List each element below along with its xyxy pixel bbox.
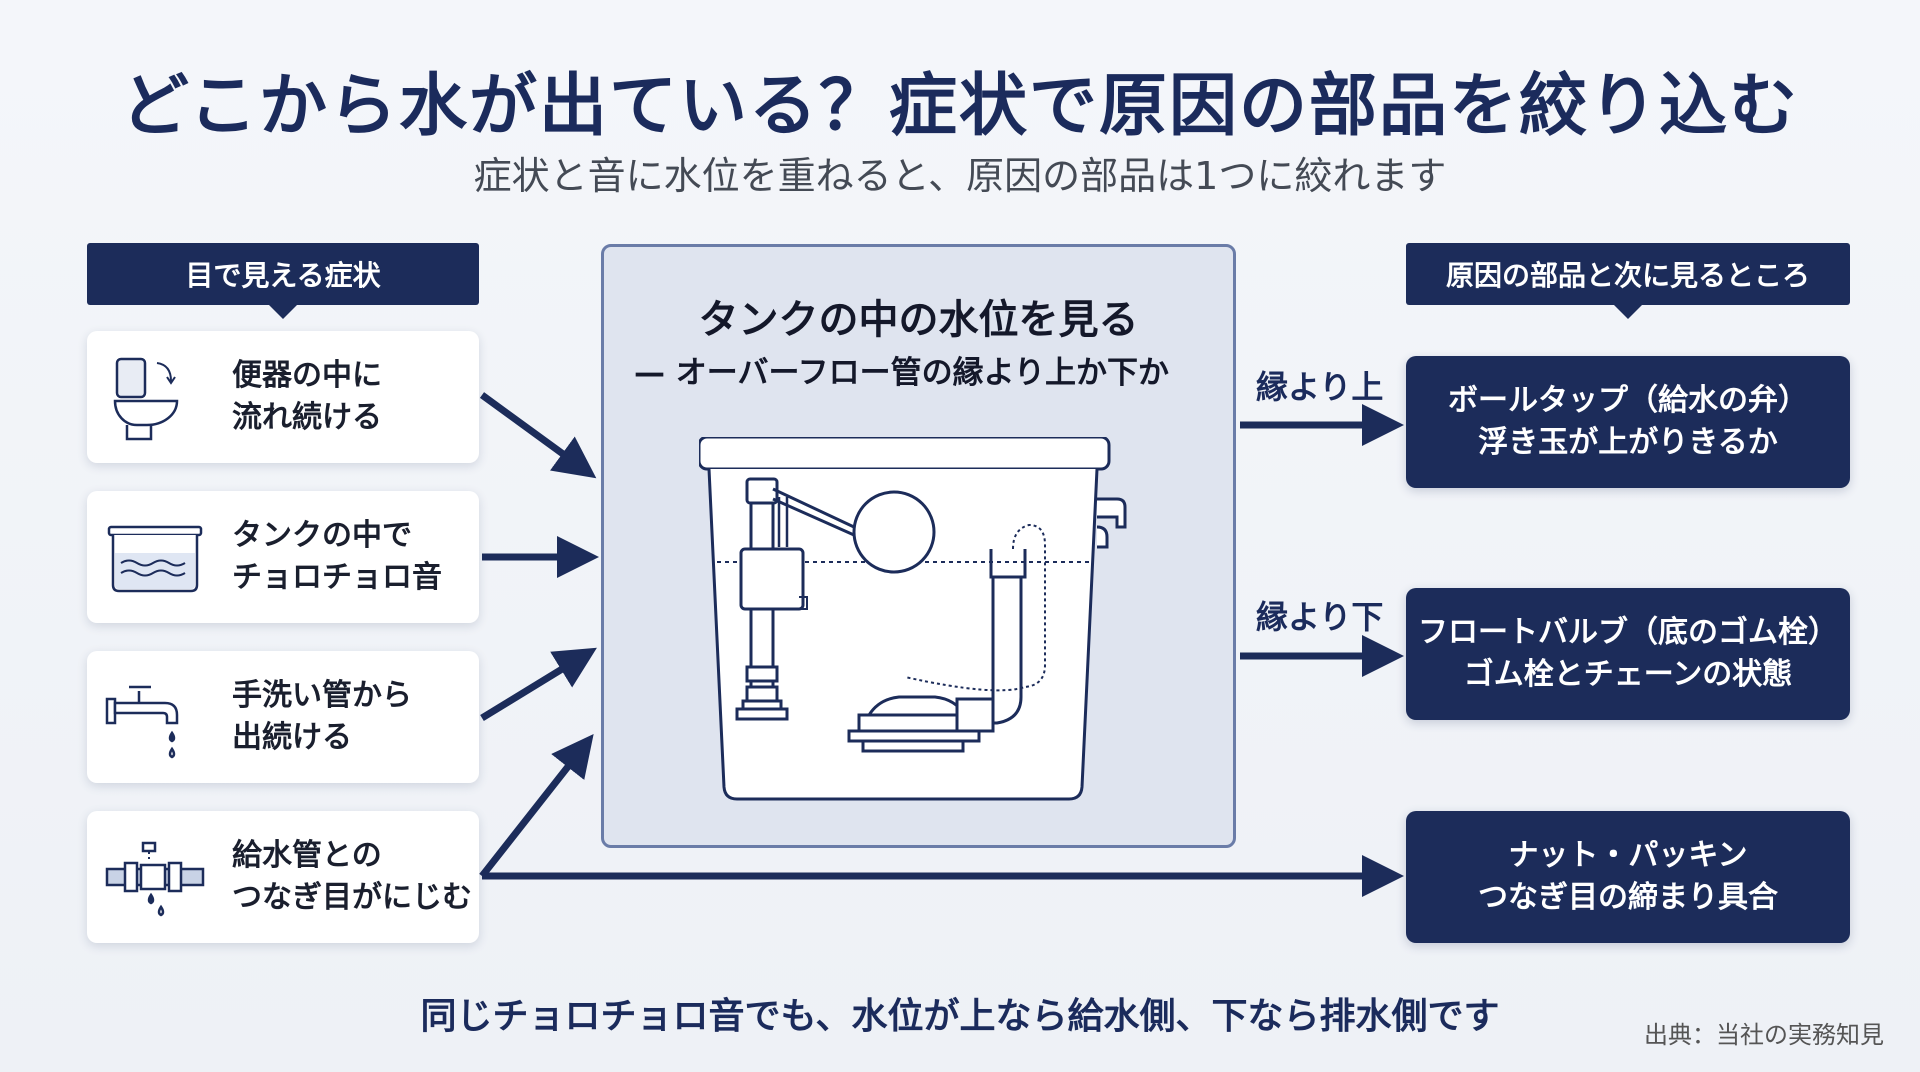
symptom-line1: 手洗い管から — [232, 678, 412, 713]
toilet-icon — [105, 349, 205, 449]
symptom-line1: タンクの中で — [232, 518, 412, 553]
tank-water-icon — [105, 509, 205, 609]
symptoms-header: 目で見える症状 — [87, 243, 479, 319]
panel-title: タンクの中の水位を見る — [698, 297, 1139, 343]
symptom-line1: 便器の中に — [232, 358, 382, 393]
water-level-panel: タンクの中の水位を見る — オーバーフロー管の縁より上か下か — [601, 244, 1236, 848]
symptom-card-faucet: 手洗い管から 出続ける — [87, 651, 479, 783]
result-float-valve: フロートバルブ（底のゴム栓） ゴム栓とチェーンの状態 — [1406, 588, 1850, 720]
symptom-line2: 出続ける — [232, 720, 352, 755]
result-line2: ゴム栓とチェーンの状態 — [1463, 657, 1793, 692]
level-below-label: 縁より下 — [1256, 598, 1384, 636]
page-subtitle: 症状と音に水位を重ねると、原因の部品は1つに絞れます — [473, 154, 1447, 198]
pipe-joint-icon — [105, 829, 205, 929]
symptom-line1: 給水管との — [232, 838, 382, 873]
faucet-icon — [105, 669, 205, 769]
arrow-symptom3 — [480, 647, 597, 721]
arrow-symptom1 — [479, 392, 597, 479]
symptom-card-pipe-joint: 給水管との つなぎ目がにじむ — [87, 811, 479, 943]
causes-header: 原因の部品と次に見るところ — [1406, 243, 1850, 319]
panel-subtitle: — オーバーフロー管の縁より上か下か — [634, 355, 1170, 391]
result-line1: フロートバルブ（底のゴム栓） — [1418, 615, 1838, 650]
result-line1: ボールタップ（給水の弁） — [1448, 383, 1808, 418]
result-ball-tap: ボールタップ（給水の弁） 浮き玉が上がりきるか — [1406, 356, 1850, 488]
result-nut-packing: ナット・パッキン つなぎ目の締まり具合 — [1406, 811, 1850, 943]
result-line2: 浮き玉が上がりきるか — [1478, 425, 1778, 460]
symptom-line2: チョロチョロ音 — [232, 560, 442, 595]
level-above-label: 縁より上 — [1256, 368, 1384, 406]
symptom-card-toilet: 便器の中に 流れ続ける — [87, 331, 479, 463]
page-title: どこから水が出ている？症状で原因の部品を絞り込む — [121, 67, 1799, 146]
toilet-tank-diagram-icon — [697, 435, 1139, 807]
result-line2: つなぎ目の締まり具合 — [1478, 880, 1778, 915]
source-note: 出典：当社の実務知見 — [1644, 1021, 1884, 1049]
symptom-line2: つなぎ目がにじむ — [232, 880, 472, 915]
footer-note: 同じチョロチョロ音でも、水位が上なら給水側、下なら排水側です — [420, 996, 1500, 1037]
arrow-symptom4 — [479, 733, 594, 879]
result-line1: ナット・パッキン — [1508, 838, 1748, 873]
symptom-card-tank-sound: タンクの中で チョロチョロ音 — [87, 491, 479, 623]
symptom-line2: 流れ続ける — [232, 400, 382, 435]
